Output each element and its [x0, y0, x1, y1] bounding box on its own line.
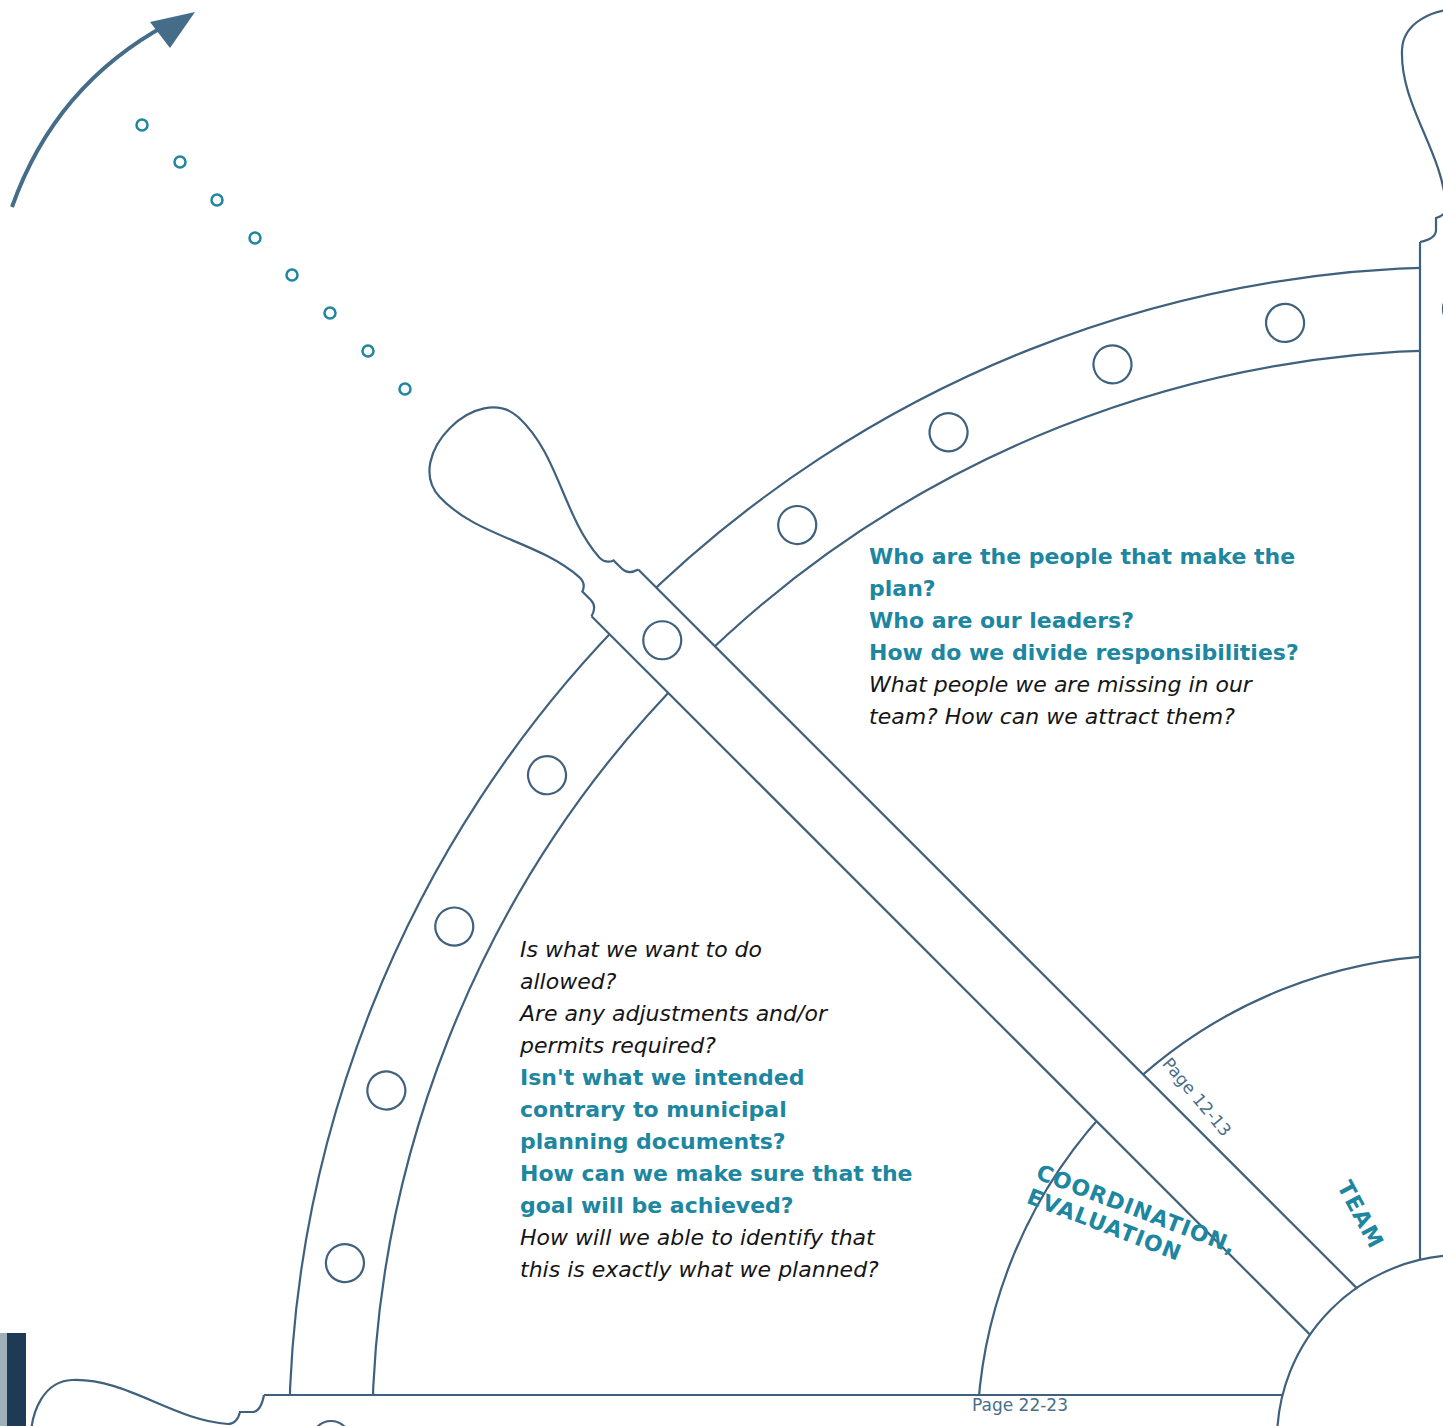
rim-hole [1089, 340, 1137, 388]
question-note: How will we able to identify that this i… [520, 1222, 900, 1286]
spoke-body [264, 1395, 1312, 1426]
question-heading: How do we divide responsibilities? [869, 637, 1429, 669]
trail-dot [137, 120, 148, 131]
spoke-body [1420, 242, 1443, 1290]
page-tab [0, 1333, 26, 1426]
rim-hole [771, 498, 824, 551]
wheel-handle [31, 1380, 264, 1426]
page-reference: Page 22-23 [972, 1395, 1068, 1415]
rim-hole [635, 613, 689, 667]
rim-hole [312, 1421, 350, 1426]
page-tab-strip [0, 1333, 7, 1426]
question-heading: Isn't what we intended contrary to munic… [520, 1062, 880, 1158]
rim-hole [923, 407, 974, 458]
wheel-handle [410, 388, 654, 632]
vertical-spoke [1402, 9, 1443, 1290]
trail-dot [400, 384, 411, 395]
spoke-edge [1419, 242, 1421, 1290]
wheel-rings [289, 267, 1443, 1426]
question-note: What people we are missing in our team? … [869, 669, 1289, 733]
trail-dot [325, 308, 336, 319]
trail-dot [212, 195, 223, 206]
wheel-segment-check-questions: Is what we want to do allowed?Are any ad… [520, 934, 960, 1334]
question-heading: Who are our leaders? [869, 605, 1429, 637]
turn-arrow [12, 24, 168, 207]
dotted-trail [137, 120, 411, 395]
page-reference: Page 12-13 [1158, 1054, 1235, 1140]
trail-dot [175, 157, 186, 168]
question-heading: How can we make sure that the goal will … [520, 1158, 940, 1222]
rim-holes [312, 290, 1443, 1426]
question-note: Is what we want to do allowed? [520, 934, 830, 998]
wheel-handle [1402, 9, 1443, 242]
rim-hole [520, 749, 573, 802]
rim-inner [372, 350, 1443, 1426]
question-note: Are any adjustments and/or permits requi… [520, 998, 870, 1062]
diagonal-spoke [410, 388, 1395, 1373]
rim-hole [362, 1067, 410, 1115]
inner-segment-coordination: COORDINATION, EVALUATION Page 22-23 [950, 1060, 1310, 1426]
question-heading: Who are the people that make the plan? [869, 541, 1329, 605]
wheel-segment-team-questions: Who are the people that make the plan?Wh… [869, 541, 1429, 791]
trail-dot [287, 270, 298, 281]
segment-title: COORDINATION, EVALUATION [1023, 1160, 1256, 1291]
spoke-edge [264, 1394, 1312, 1396]
horizontal-spoke [31, 1380, 1312, 1426]
trail-dot [250, 233, 261, 244]
rim-hole [1263, 301, 1306, 344]
rim-hole [323, 1241, 366, 1284]
trail-dot [363, 346, 374, 357]
arrow-head [150, 12, 195, 48]
rim-outer [289, 267, 1443, 1426]
wheel-hub [1277, 1255, 1443, 1426]
rim-hole [429, 901, 480, 952]
segment-title: TEAM [1331, 1177, 1388, 1254]
